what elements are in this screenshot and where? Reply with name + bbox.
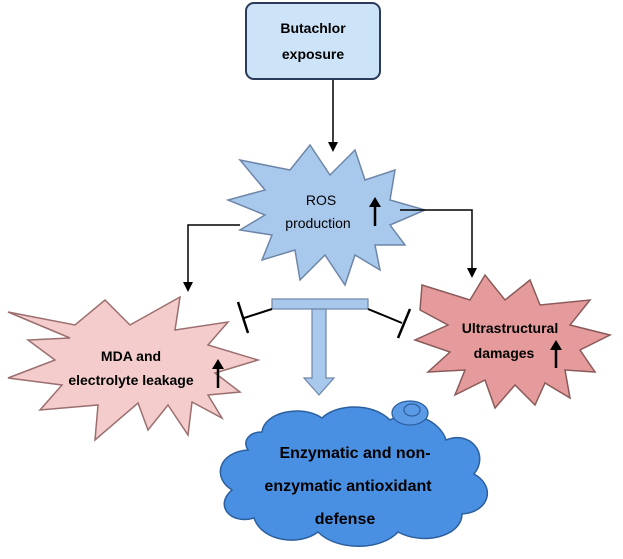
- inhibit-line-left: [243, 308, 273, 319]
- inhibit-cap-right: [396, 308, 412, 339]
- arrow-ros-to-mda: [183, 224, 240, 292]
- cloud-curl-icon: [391, 400, 429, 426]
- defense-label-line3: defense: [315, 511, 376, 528]
- butachlor-label-line2: exposure: [282, 46, 344, 62]
- mda-label-line1: MDA and: [101, 348, 161, 364]
- ros-node: ROS production: [225, 143, 428, 287]
- ros-burst-shape: [225, 143, 428, 287]
- defense-label-line2: enzymatic antioxidant: [264, 478, 432, 495]
- ros-label-line1: ROS: [306, 192, 336, 208]
- ros-label-line2: production: [285, 215, 350, 231]
- ros-up-arrow-icon: [369, 197, 381, 226]
- inhibition-t-bar: [236, 298, 412, 396]
- mda-up-arrow-icon: [212, 359, 224, 388]
- ultra-up-arrow-icon: [550, 340, 562, 368]
- arrow-ros-to-ultra: [400, 209, 477, 278]
- ultra-node: Ultrastructural damages: [412, 273, 613, 410]
- butachlor-box: [245, 2, 381, 80]
- butachlor-label-line1: Butachlor: [280, 20, 346, 36]
- mda-node: MDA and electrolyte leakage: [7, 295, 261, 442]
- t-bar-stem-arrow: [302, 308, 336, 396]
- butachlor-node: Butachlor exposure: [245, 2, 381, 80]
- defense-cloud-shape: [219, 406, 489, 547]
- t-bar-top: [271, 298, 369, 310]
- ultra-label-line1: Ultrastructural: [462, 320, 558, 336]
- mda-burst-shape: [7, 295, 261, 442]
- inhibit-line-right: [367, 308, 403, 324]
- ultra-burst-shape: [412, 273, 613, 410]
- defense-node: Enzymatic and non- enzymatic antioxidant…: [219, 400, 489, 547]
- defense-label-line1: Enzymatic and non-: [279, 445, 430, 462]
- inhibit-cap-left: [236, 301, 250, 334]
- ultra-label-line2: damages: [474, 345, 535, 361]
- mda-label-line2: electrolyte leakage: [68, 372, 194, 388]
